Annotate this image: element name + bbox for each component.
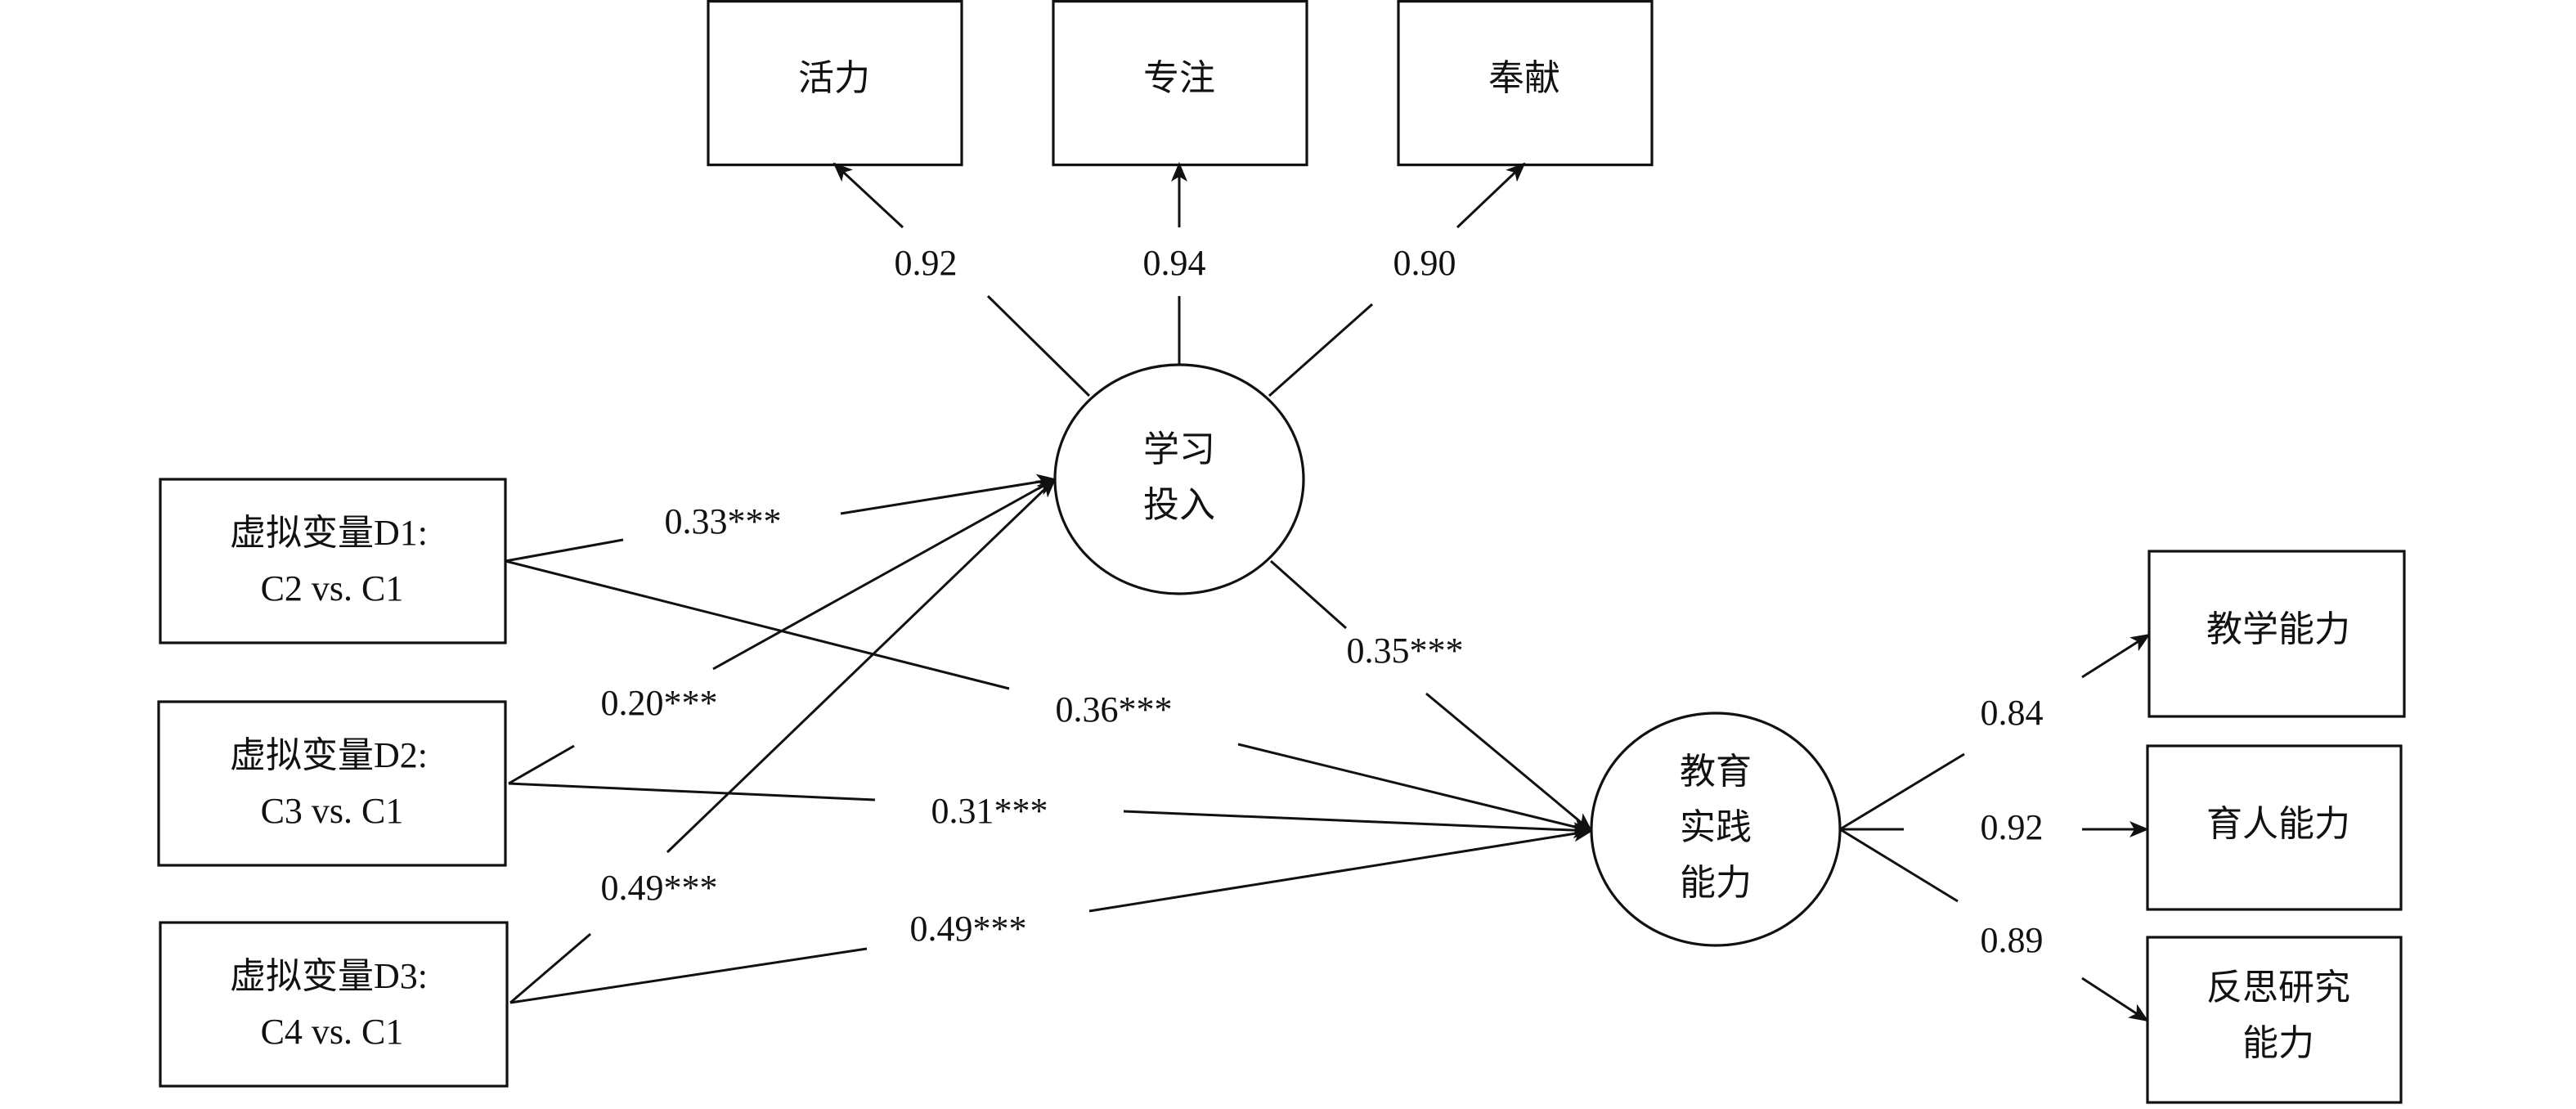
coef-d3-practice: 0.49*** <box>910 909 1027 949</box>
latent-teaching-practice: 教育 实践 能力 <box>1590 712 1842 947</box>
latent-learning-engagement-line1: 学习 <box>1143 429 1215 469</box>
indicator-absorption: 专注 <box>1052 0 1308 167</box>
indicator-vigor: 活力 <box>707 0 963 167</box>
path-d1-practice-b <box>1237 743 1593 835</box>
path-d3-practice-a <box>509 947 868 1004</box>
dummy-d1-line2: C2 vs. C1 <box>261 568 404 608</box>
path-vigor-lower <box>986 294 1091 397</box>
coef-engagement-practice: 0.35*** <box>1347 631 1464 671</box>
indicator-teaching: 教学能力 <box>2147 550 2406 718</box>
dummy-d3: 虚拟变量D3: C4 vs. C1 <box>159 921 509 1088</box>
latent-teaching-practice-line3: 能力 <box>1680 863 1752 903</box>
indicator-vigor-label: 活力 <box>798 58 870 98</box>
loading-nurturing: 0.92 <box>1981 807 2044 847</box>
loading-vigor: 0.92 <box>895 243 958 283</box>
coef-d2-practice: 0.31*** <box>931 791 1048 831</box>
indicator-dedication-label: 奉献 <box>1488 58 1560 98</box>
coef-d3-engagement: 0.49*** <box>601 868 718 908</box>
path-d2-engagement-b <box>712 478 1057 671</box>
path-vigor-upper <box>832 162 904 229</box>
path-dedication-lower <box>1268 303 1373 397</box>
path-d1-engagement-a <box>505 538 624 563</box>
latent-teaching-practice-line2: 实践 <box>1680 807 1752 847</box>
dummy-d3-line2: C4 vs. C1 <box>261 1012 404 1052</box>
path-d3-engagement-a <box>509 932 591 1004</box>
coef-d2-engagement: 0.20*** <box>601 683 718 723</box>
path-teaching-upper <box>2081 633 2151 679</box>
loading-reflection: 0.89 <box>1981 920 2044 960</box>
indicator-reflection: 反思研究 能力 <box>2146 936 2403 1104</box>
latent-teaching-practice-line1: 教育 <box>1680 752 1752 792</box>
dummy-d2-line1: 虚拟变量D2: <box>230 735 428 775</box>
path-reflection-lower <box>1839 828 1959 903</box>
path-d3-practice-b <box>1088 825 1593 913</box>
path-d2-practice-a <box>508 782 876 801</box>
path-d3-engagement-b <box>666 478 1057 854</box>
path-d1-practice-a <box>505 559 1010 690</box>
coef-d1-engagement: 0.33*** <box>665 501 782 541</box>
latent-learning-engagement-line2: 投入 <box>1143 485 1215 525</box>
path-d2-engagement-a <box>508 744 575 785</box>
path-d1-engagement-b <box>840 474 1057 515</box>
indicator-reflection-line1: 反思研究 <box>2206 968 2350 1008</box>
path-teaching-lower <box>1839 752 1965 831</box>
dummy-d1-line1: 虚拟变量D1: <box>230 513 428 553</box>
loading-teaching: 0.84 <box>1981 693 2044 733</box>
loading-dedication: 0.90 <box>1393 243 1456 283</box>
path-reflection-upper <box>2081 977 2149 1022</box>
coef-d1-practice: 0.36*** <box>1056 689 1173 730</box>
dummy-d3-line1: 虚拟变量D3: <box>230 956 428 996</box>
indicator-nurturing: 育人能力 <box>2146 744 2403 911</box>
latent-learning-engagement: 学习 投入 <box>1053 363 1305 595</box>
path-d2-practice-b <box>1123 810 1593 839</box>
path-dedication-upper <box>1456 162 1526 229</box>
indicator-nurturing-label: 育人能力 <box>2206 804 2350 844</box>
indicator-reflection-line2: 能力 <box>2242 1023 2314 1063</box>
indicator-teaching-label: 教学能力 <box>2206 609 2350 649</box>
indicator-absorption-label: 专注 <box>1143 58 1215 98</box>
dummy-d1: 虚拟变量D1: C2 vs. C1 <box>159 478 507 644</box>
dummy-d2: 虚拟变量D2: C3 vs. C1 <box>157 700 507 867</box>
path-engagement-practice-a <box>1270 559 1347 630</box>
path-engagement-practice-b <box>1425 692 1593 833</box>
dummy-d2-line2: C3 vs. C1 <box>261 791 404 831</box>
indicator-dedication: 奉献 <box>1397 0 1654 167</box>
loading-absorption: 0.94 <box>1143 243 1206 283</box>
